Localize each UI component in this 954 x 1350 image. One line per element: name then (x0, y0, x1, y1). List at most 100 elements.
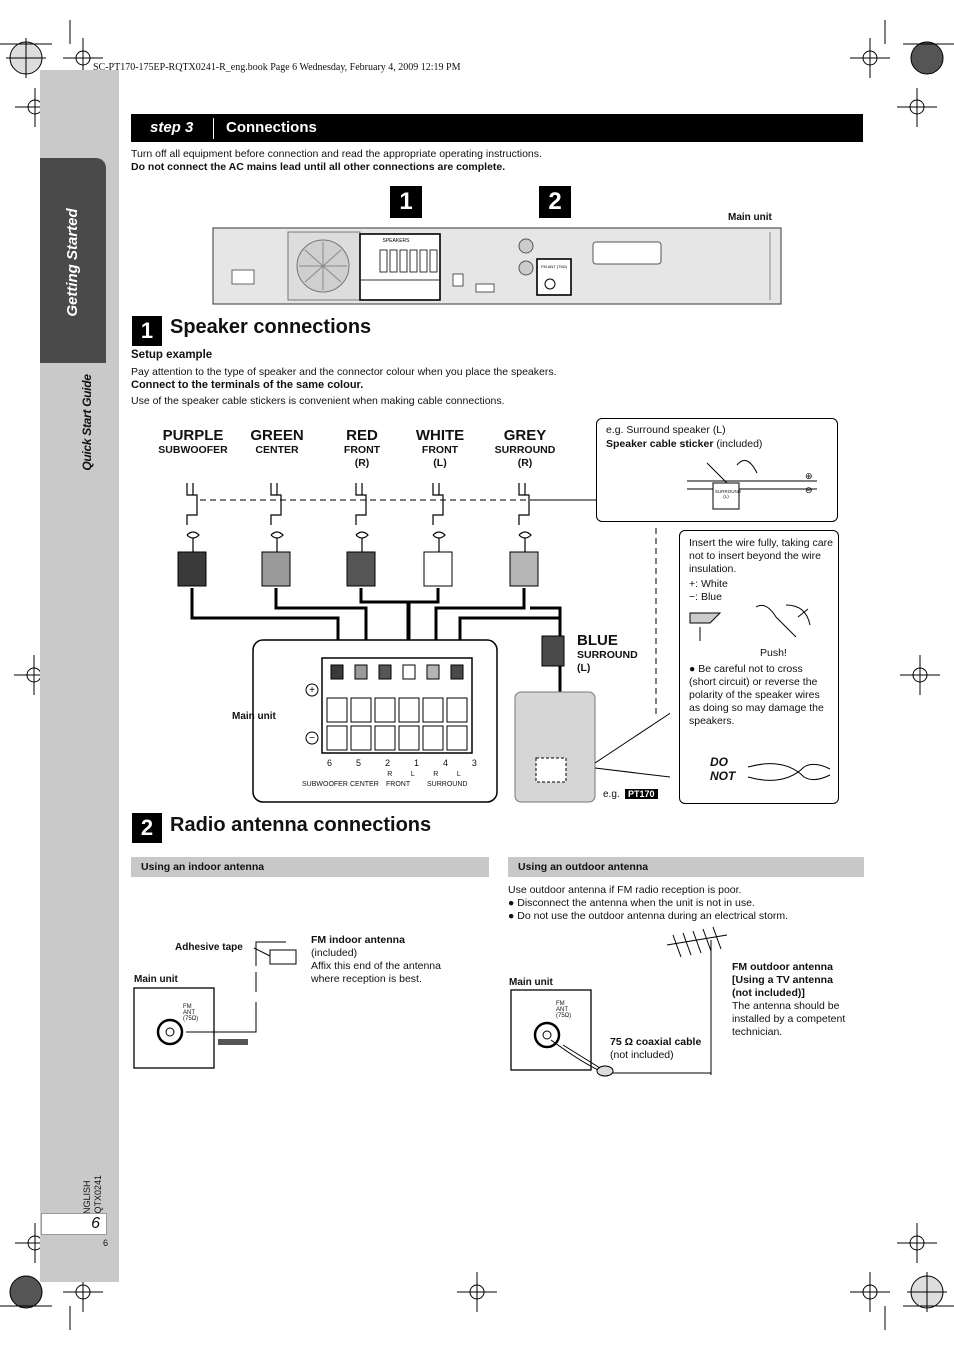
push-label: Push! (760, 647, 787, 659)
insert-minus: −: Blue (689, 591, 722, 603)
col-green-sub: CENTER (255, 444, 299, 456)
col-purple-colour: PURPLE (162, 427, 224, 444)
col-blue: BLUE SURROUND (L) (577, 633, 638, 675)
marker-2: 2 (539, 186, 571, 218)
sidebar-tab (40, 158, 106, 363)
speaker-wiring-diagram: + − (177, 483, 670, 803)
terminal-subwoofer: SUBWOOFER (302, 781, 348, 788)
terminal-l: L (410, 771, 415, 778)
do-not-label: DO NOT (710, 755, 736, 783)
sticker-text: SURROUND (L) (715, 489, 742, 499)
page-number: 6 (41, 1213, 107, 1235)
step-title: Connections (226, 119, 317, 136)
intro-line1: Turn off all equipment before connection… (131, 148, 542, 160)
adhesive-tape-label: Adhesive tape (175, 942, 243, 953)
col-purple-sub: SUBWOOFER (158, 444, 228, 456)
page-number-small: 6 (103, 1238, 109, 1248)
terminal-front: FRONT (386, 781, 411, 788)
eg-label: e.g. (603, 789, 620, 800)
col-white-colour: WHITE (415, 427, 465, 444)
coax-note: (not included) (610, 1049, 674, 1061)
file-header: SC-PT170-175EP-RQTX0241-R_eng.book Page … (93, 62, 461, 73)
terminal-number: 2 (384, 758, 390, 768)
svg-text:⊕: ⊕ (805, 471, 813, 481)
outdoor-antenna-illustration (510, 926, 728, 1077)
sidebar-tab-label: Getting Started (63, 208, 81, 317)
col-red-colour: RED (346, 427, 378, 444)
sticker-example: e.g. Surround speaker (L) (606, 424, 726, 436)
col-blue-sub: SURROUND (577, 649, 638, 661)
caution-text: ● Be careful not to cross (short circuit… (689, 663, 829, 728)
outdoor-intro: Use outdoor antenna if FM radio receptio… (508, 884, 858, 923)
terminal-number: 6 (327, 758, 333, 768)
step-label: step 3 (150, 119, 194, 136)
intro-warning: Do not connect the AC mains lead until a… (131, 161, 506, 173)
setup-text: Pay attention to the type of speaker and… (131, 366, 557, 378)
sticker-caption: Speaker cable sticker (included) (606, 438, 762, 451)
step-bar: step 3 Connections (131, 114, 863, 142)
indoor-antenna-bar: Using an indoor antenna (131, 857, 489, 877)
outdoor-fm-ant-label: FM ANT (75Ω) (556, 1001, 572, 1019)
svg-text:+: + (309, 685, 315, 696)
col-red-side: (R) (354, 457, 370, 469)
terminal-number: 1 (413, 758, 419, 768)
indoor-antenna-included: (included) (311, 947, 358, 959)
col-white-side: (L) (433, 457, 447, 469)
col-white-sub: FRONT (421, 444, 459, 456)
do-not-illustration (747, 763, 831, 781)
col-red-sub: FRONT (343, 444, 381, 456)
section1-title: Speaker connections (170, 316, 372, 338)
bullet-icon: ● (508, 897, 518, 909)
eg-model-badge: PT170 (625, 789, 658, 799)
col-purple: PURPLE SUBWOOFER (153, 428, 233, 457)
col-blue-side: (L) (577, 662, 591, 674)
svg-text:⊖: ⊖ (805, 485, 813, 495)
outdoor-antenna-name: FM outdoor antenna (732, 961, 833, 973)
indoor-antenna-illustration (133, 941, 297, 1069)
col-grey-sub: SURROUND (494, 444, 556, 456)
step-divider (213, 118, 214, 139)
outdoor-bullet1: ● Disconnect the antenna when the unit i… (508, 897, 858, 910)
connect-text: Use of the speaker cable stickers is con… (131, 395, 505, 407)
connect-heading: Connect to the terminals of the same col… (131, 379, 364, 391)
outdoor-antenna-bar: Using an outdoor antenna (508, 857, 864, 877)
section1-number: 1 (132, 316, 162, 346)
terminal-number: 3 (471, 758, 477, 768)
outdoor-main-unit-label: Main unit (509, 977, 553, 988)
terminal-surround: SURROUND (427, 781, 468, 788)
outdoor-antenna-note1: [Using a TV antenna (732, 974, 833, 986)
col-white: WHITE FRONT (L) (400, 428, 480, 470)
rear-panel-diagram: SPEAKERS FM ANT (75Ω) (212, 227, 782, 305)
col-green-colour: GREEN (250, 427, 304, 444)
sticker-caption-bold: Speaker cable sticker (606, 438, 714, 450)
sticker-caption-rest: (included) (713, 438, 763, 450)
terminal-numbers: 6 5 2 1 4 3 (327, 758, 477, 768)
insert-text: Insert the wire fully, taking care not t… (689, 537, 833, 575)
bullet-icon: ● (508, 910, 518, 922)
outdoor-antenna-caption: FM outdoor antenna [Using a TV antenna (… (732, 961, 860, 1039)
outdoor-bullet2: ● Do not use the outdoor antenna during … (508, 910, 858, 923)
col-blue-colour: BLUE (577, 632, 618, 649)
unit-label: Main unit (728, 212, 772, 223)
coax-name: 75 Ω coaxial cable (610, 1036, 702, 1048)
indoor-main-unit-label: Main unit (134, 974, 178, 985)
marker-1: 1 (390, 186, 422, 218)
insert-box: Insert the wire fully, taking care not t… (679, 530, 839, 804)
terminal-main-unit-label: Main unit (232, 711, 276, 722)
outdoor-bullet2-text: Do not use the outdoor antenna during an… (517, 910, 789, 922)
col-grey-side: (R) (517, 457, 533, 469)
outdoor-bullet1-text: Disconnect the antenna when the unit is … (517, 897, 755, 909)
insert-illustration (689, 604, 811, 641)
terminal-rl: R L R L (378, 771, 470, 778)
terminal-r: R (387, 771, 393, 778)
sidebar-section-label: Quick Start Guide (80, 374, 94, 471)
terminal-number: 5 (355, 758, 361, 768)
setup-heading: Setup example (131, 349, 213, 361)
fm-ant-label: FM ANT (75Ω) (541, 264, 567, 269)
terminal-center: CENTER (350, 781, 379, 788)
indoor-antenna-name: FM indoor antenna (311, 934, 405, 946)
outdoor-line1: Use outdoor antenna if FM radio receptio… (508, 884, 742, 896)
svg-text:−: − (309, 733, 315, 744)
col-green: GREEN CENTER (237, 428, 317, 457)
